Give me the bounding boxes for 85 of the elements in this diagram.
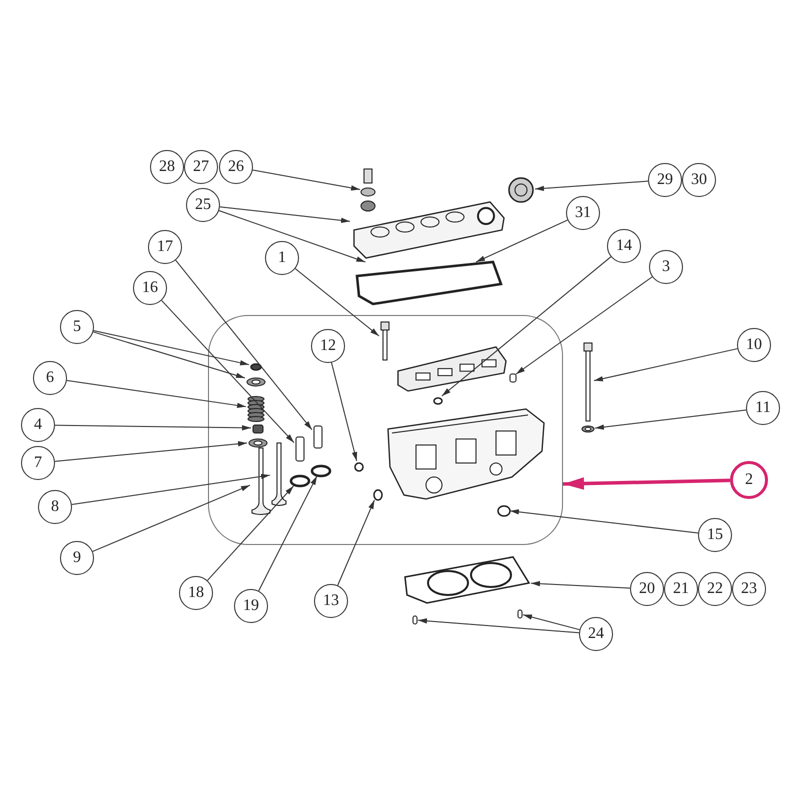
valve-guide-drawing	[295, 436, 305, 462]
dowel-drawing	[509, 373, 517, 383]
washer-drawing	[246, 377, 266, 387]
callout-number: 4	[21, 408, 55, 442]
leader-line	[206, 486, 294, 581]
dowel-drawing	[517, 609, 523, 619]
callout-number: 18	[179, 576, 213, 610]
o-ring-drawing	[373, 489, 383, 501]
leader-line	[54, 424, 252, 430]
leader-line	[594, 348, 738, 382]
washer-drawing	[581, 425, 595, 433]
bolt-drawing	[582, 343, 594, 421]
leader-line	[66, 380, 246, 408]
leader-line	[510, 509, 699, 534]
leader-line	[476, 220, 568, 262]
leader-line	[337, 500, 375, 586]
cover-gasket-drawing	[353, 262, 503, 306]
leader-line	[54, 441, 248, 462]
leader-line	[418, 618, 580, 634]
valve-guide-drawing	[313, 425, 323, 449]
callout-number: 10	[737, 328, 771, 362]
leader-line	[516, 276, 653, 375]
leader-line	[294, 268, 380, 336]
callout-number: 1	[265, 241, 299, 275]
leader-line	[252, 170, 360, 191]
callout-number: 19	[234, 589, 268, 623]
callout-number: 27	[184, 150, 218, 184]
callout-number: 21	[664, 572, 698, 606]
callout-number: 6	[33, 361, 67, 395]
head-gasket-drawing	[403, 555, 531, 605]
callout-number: 13	[314, 584, 348, 618]
callout-number: 3	[649, 250, 683, 284]
dowel-drawing	[412, 615, 418, 625]
o-ring-drawing	[354, 462, 364, 472]
callout-number: 5	[60, 310, 94, 344]
leader-line	[534, 180, 649, 192]
leader-line	[161, 300, 294, 444]
callout-number: 20	[630, 572, 664, 606]
group-frame	[208, 315, 563, 545]
callout-number: 14	[607, 229, 641, 263]
callout-number: 16	[133, 271, 167, 305]
valve-spring-drawing	[247, 396, 265, 422]
leader-line	[175, 260, 312, 430]
leader-line	[93, 330, 250, 366]
leader-line	[522, 614, 580, 630]
callout-number: 8	[38, 490, 72, 524]
callout-number: 9	[60, 541, 94, 575]
callout-number: 23	[732, 572, 766, 606]
leader-line	[92, 484, 250, 552]
leader-line	[594, 410, 747, 430]
filler-cap-drawing	[507, 176, 535, 204]
valve-seat-drawing	[290, 475, 310, 487]
leader-line	[562, 477, 730, 490]
valve-keeper-drawing	[250, 363, 262, 371]
leader-line	[92, 331, 246, 378]
callout-number: 29	[648, 163, 682, 197]
valve-seal-drawing	[252, 424, 264, 434]
callout-number: 26	[219, 150, 253, 184]
callout-number: 12	[311, 329, 345, 363]
bolt-and-washers-drawing	[360, 168, 376, 214]
callout-number: 2	[730, 461, 768, 499]
valve-drawing	[251, 448, 271, 516]
callout-number: 7	[21, 446, 55, 480]
callout-number: 17	[148, 230, 182, 264]
o-ring-drawing	[433, 397, 443, 405]
callout-number: 24	[579, 617, 613, 651]
callout-number: 31	[566, 196, 600, 230]
leader-line	[218, 210, 366, 262]
leader-line	[330, 360, 358, 462]
leader-line	[219, 206, 350, 224]
leader-line	[441, 256, 612, 396]
callout-number: 22	[698, 572, 732, 606]
callout-number: 25	[186, 188, 220, 222]
callout-number: 15	[698, 518, 732, 552]
callout-number: 11	[746, 391, 780, 425]
washer-drawing	[248, 438, 268, 448]
leader-line	[530, 580, 631, 589]
callout-number: 30	[682, 163, 716, 197]
valve-drawing	[271, 443, 287, 507]
bolt-drawing	[380, 322, 390, 360]
leader-line	[71, 474, 270, 505]
leader-line	[258, 476, 318, 592]
valve-seat-drawing	[311, 465, 331, 477]
o-ring-drawing	[497, 505, 511, 517]
callout-number: 28	[150, 150, 184, 184]
